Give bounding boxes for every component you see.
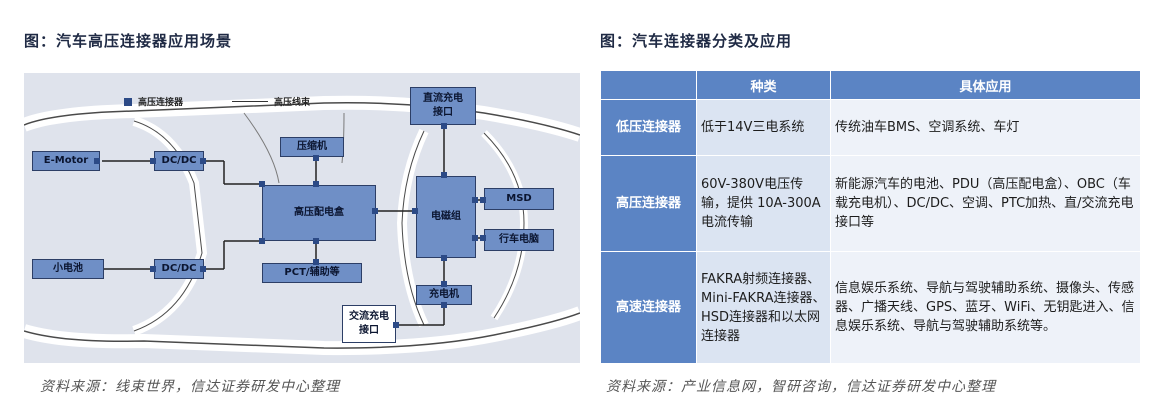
connector — [480, 197, 486, 203]
dcdc-top-label: DC/DC — [161, 155, 197, 166]
dcdc-bottom-box: DC/DC — [154, 259, 204, 279]
hv-distribution-label: 高压配电盒 — [294, 207, 344, 218]
legend-harness-label: 高压线束 — [274, 98, 311, 108]
dc-charge-port-box: 直流充电接口 — [410, 87, 476, 125]
connector — [372, 208, 378, 214]
connector — [412, 208, 418, 214]
connector — [313, 181, 319, 187]
connector — [259, 181, 265, 187]
table-header-row: 种类 具体应用 — [600, 70, 1141, 100]
connector — [472, 197, 478, 203]
row-type: 低于14V三电系统 — [696, 99, 831, 156]
header-cell-type: 种类 — [696, 70, 831, 100]
battery-label: 电磁组 — [431, 211, 461, 222]
compressor-label: 压缩机 — [297, 141, 327, 152]
connector — [313, 259, 319, 265]
header-cell-blank — [600, 70, 697, 100]
e-motor-label: E-Motor — [43, 155, 89, 166]
ptc-box: PCT/辅助等 — [262, 263, 362, 283]
header-cell-application: 具体应用 — [830, 70, 1141, 100]
connector-legend-swatch — [124, 97, 132, 106]
connector — [200, 158, 206, 164]
car-outline — [24, 95, 580, 356]
connector — [441, 302, 447, 308]
connector — [393, 322, 399, 328]
ecu-label: 行车电脑 — [499, 234, 539, 245]
ac-charge-port-label: 交流充电接口 — [349, 311, 389, 336]
connector — [94, 158, 100, 164]
connector — [441, 255, 447, 261]
connector — [200, 266, 206, 272]
connector — [441, 123, 447, 129]
ac-charge-port-box: 交流充电接口 — [342, 305, 396, 343]
connector — [480, 235, 486, 241]
connector — [313, 238, 319, 244]
legend-connector-label: 高压连接器 — [138, 98, 184, 108]
dcdc-top-box: DC/DC — [154, 151, 204, 171]
table-row: 高压连接器 60V-380V电压传输，提供 10A-300A 电流传输 新能源汽… — [600, 155, 1141, 252]
row-application: 传统油车BMS、空调系统、车灯 — [830, 99, 1141, 156]
right-source-note: 资料来源：产业信息网，智研咨询，信达证券研发中心整理 — [606, 379, 996, 395]
table-row: 高速连接器 FAKRA射频连接器、Mini-FAKRA连接器、HSD连接器和以太… — [600, 251, 1141, 364]
battery-box: 电磁组 — [416, 176, 476, 258]
right-figure-title: 图：汽车连接器分类及应用 — [600, 32, 793, 50]
row-application: 新能源汽车的电池、PDU（高压配电盒）、OBC（车载充电机）、DC/DC、空调、… — [830, 155, 1141, 252]
dcdc-bottom-label: DC/DC — [161, 263, 197, 274]
left-source-note: 资料来源：线束世界，信达证券研发中心整理 — [40, 379, 340, 395]
msd-box: MSD — [484, 188, 554, 210]
row-type: 60V-380V电压传输，提供 10A-300A 电流传输 — [696, 155, 831, 252]
row-type: FAKRA射频连接器、Mini-FAKRA连接器、HSD连接器和以太网连接器 — [696, 251, 831, 364]
connector — [150, 266, 156, 272]
charger-label: 充电机 — [429, 289, 459, 300]
hv-connector-diagram: 高压连接器 高压线束 直流充电接口 压缩机 E-Motor DC/DC 高压配电… — [24, 73, 580, 363]
row-category: 高压连接器 — [600, 155, 697, 252]
hv-distribution-box: 高压配电盒 — [262, 185, 376, 241]
legend-harness: 高压线束 — [232, 95, 310, 108]
small-battery-box: 小电池 — [32, 259, 104, 279]
connector — [441, 281, 447, 287]
harness-legend-line — [232, 101, 268, 102]
row-category: 低压连接器 — [600, 99, 697, 156]
dc-charge-port-label: 直流充电接口 — [423, 93, 463, 118]
connector-classification-table: 种类 具体应用 低压连接器 低于14V三电系统 传统油车BMS、空调系统、车灯 … — [600, 70, 1141, 364]
legend-connector: 高压连接器 — [124, 95, 183, 108]
ptc-label: PCT/辅助等 — [284, 267, 340, 278]
row-category: 高速连接器 — [600, 251, 697, 364]
small-battery-label: 小电池 — [53, 263, 83, 274]
connector — [150, 158, 156, 164]
compressor-box: 压缩机 — [280, 137, 344, 157]
left-figure-title: 图：汽车高压连接器应用场景 — [24, 32, 233, 50]
connector — [259, 238, 265, 244]
connector — [313, 155, 319, 161]
connector — [441, 172, 447, 178]
e-motor-box: E-Motor — [32, 151, 100, 171]
msd-label: MSD — [506, 193, 532, 204]
ecu-box: 行车电脑 — [484, 229, 554, 251]
table-row: 低压连接器 低于14V三电系统 传统油车BMS、空调系统、车灯 — [600, 99, 1141, 156]
row-application: 信息娱乐系统、导航与驾驶辅助系统、摄像头、传感器、广播天线、GPS、蓝牙、WiF… — [830, 251, 1141, 364]
connector — [472, 235, 478, 241]
